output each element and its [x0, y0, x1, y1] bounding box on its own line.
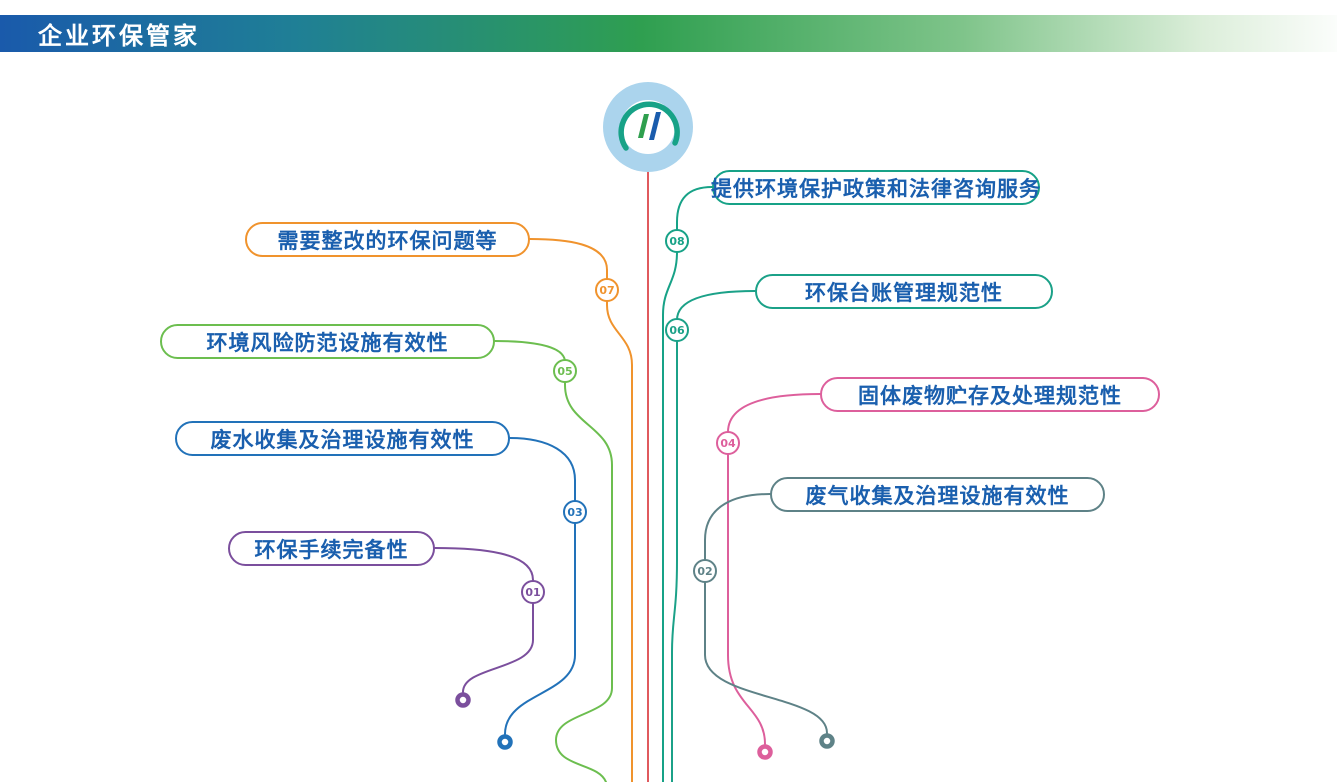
header-banner: 企业环保管家: [0, 15, 1337, 52]
logo-bar-green: [638, 114, 649, 138]
step-badge-01: 01: [521, 580, 545, 604]
label-pill-01: 环保手续完备性: [228, 531, 435, 566]
label-pill-08: 提供环境保护政策和法律咨询服务: [711, 170, 1040, 205]
label-pill-04: 固体废物贮存及处理规范性: [820, 377, 1160, 412]
endpoint-ring-02: [819, 733, 835, 749]
label-pill-02: 废气收集及治理设施有效性: [770, 477, 1105, 512]
step-badge-02: 02: [693, 559, 717, 583]
label-pill-06: 环保台账管理规范性: [755, 274, 1053, 309]
label-pill-05: 环境风险防范设施有效性: [160, 324, 495, 359]
connector-08: [662, 186, 713, 782]
step-badge-05: 05: [553, 359, 577, 383]
logo-bar-blue: [649, 112, 661, 140]
step-badge-06: 06: [665, 318, 689, 342]
connector-05: [494, 340, 613, 782]
label-pill-03: 废水收集及治理设施有效性: [175, 421, 510, 456]
connector-04: [727, 393, 821, 745]
page-title: 企业环保管家: [38, 22, 200, 50]
connector-03: [504, 437, 576, 735]
step-badge-04: 04: [716, 431, 740, 455]
connector-06: [671, 290, 756, 782]
endpoint-ring-04: [757, 744, 773, 760]
logo-inner-circle: [621, 100, 675, 154]
connector-01: [434, 547, 534, 693]
connector-02: [704, 493, 828, 734]
label-pill-07: 需要整改的环保问题等: [245, 222, 530, 257]
endpoint-ring-01: [455, 692, 471, 708]
step-badge-03: 03: [563, 500, 587, 524]
logo: [603, 82, 693, 172]
endpoint-ring-03: [497, 734, 513, 750]
step-badge-08: 08: [665, 229, 689, 253]
logo-swoosh: [618, 101, 680, 151]
step-badge-07: 07: [595, 278, 619, 302]
